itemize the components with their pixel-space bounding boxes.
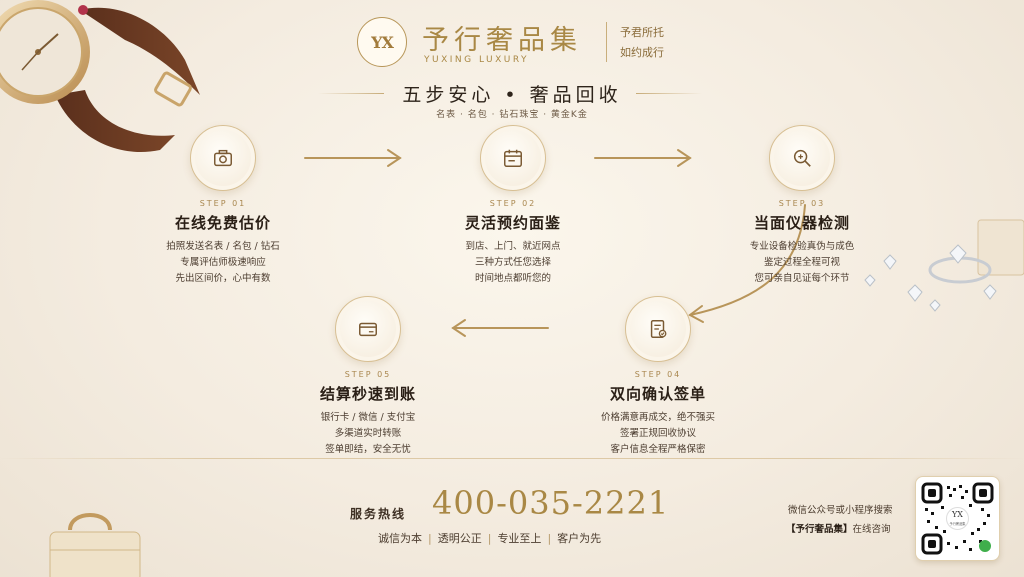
arrow-step4-to-step5 [451, 319, 549, 337]
slogan-item: 诚信为本 [378, 532, 422, 545]
step-4-desc-line: 签署正规回收协议 [619, 428, 696, 439]
qr-code-icon: YX 予行奢品集 [921, 482, 994, 555]
arrow-step3-to-step4 [688, 204, 806, 323]
step-1-desc: 拍照发送名表 / 名包 / 钻石 专属评估师极速响应 先出区间价，心中有数 [133, 239, 313, 287]
step-3-badge [769, 125, 835, 191]
step-2-title: 灵活预约面鉴 [464, 214, 561, 232]
hotline-number[interactable]: 400-035-2221 [432, 484, 670, 522]
qr-hint-action: 在线咨询 [852, 524, 891, 535]
step-2-desc-line: 时间地点都听您的 [474, 273, 551, 284]
step-2-desc-line: 到店、上门、就近网点 [465, 241, 561, 252]
slogan-item: 专业至上 [497, 532, 542, 545]
step-1-desc-line: 拍照发送名表 / 名包 / 钻石 [166, 241, 280, 252]
brand-divider [606, 22, 607, 62]
brand-logo: YX [357, 17, 407, 67]
step-5-desc: 银行卡 / 微信 / 支付宝 多渠道实时转账 签单即结，安全无忧 [278, 410, 458, 458]
footer-divider [0, 458, 1024, 459]
diamond-jewelry-image [864, 219, 1024, 312]
slogan-list: 诚信为本 | 透明公正 | 专业至上 | 客户为先 [378, 530, 601, 546]
calendar-icon [504, 149, 522, 167]
step-1-desc-line: 先出区间价，心中有数 [175, 273, 271, 284]
page-headline: 五步安心 • 奢品回收 [402, 84, 622, 106]
camera-icon [214, 149, 232, 167]
step-1-title: 在线免费估价 [174, 214, 271, 232]
brand-tagline-1: 予君所托 [620, 26, 664, 39]
brand-tagline-2: 如约成行 [620, 46, 664, 59]
step-3-desc: 专业设备检验真伪与成色 鉴定过程全程可视 您可亲自见证每个环节 [712, 239, 892, 287]
step-2-desc-line: 三种方式任您选择 [474, 257, 551, 268]
magnifier-icon [793, 149, 811, 167]
step-5-desc-line: 多渠道实时转账 [334, 428, 402, 439]
step-4-badge [625, 296, 691, 362]
svg-text:YX: YX [951, 510, 963, 519]
step-5: STEP 05 结算秒速到账 银行卡 / 微信 / 支付宝 多渠道实时转账 签单… [278, 296, 458, 458]
brand-name: 予行奢品集 [422, 25, 582, 56]
step-2-badge [480, 125, 546, 191]
step-3-desc-line: 您可亲自见证每个环节 [754, 273, 850, 284]
step-5-desc-line: 银行卡 / 微信 / 支付宝 [320, 412, 416, 423]
arrow-step2-to-step3 [594, 149, 692, 167]
step-5-title: 结算秒速到账 [319, 385, 416, 403]
step-5-badge [335, 296, 401, 362]
card-icon [359, 322, 377, 337]
step-2: STEP 02 灵活预约面鉴 到店、上门、就近网点 三种方式任您选择 时间地点都… [423, 125, 603, 287]
slogan-separator: | [547, 532, 552, 545]
step-4-desc: 价格满意再成交，绝不强买 签署正规回收协议 客户信息全程严格保密 [568, 410, 748, 458]
headline-rule-left [318, 93, 384, 94]
step-1-badge [190, 125, 256, 191]
category-list: 名表 · 名包 · 钻石珠宝 · 黄金K金 [436, 110, 588, 120]
step-5-desc-line: 签单即结，安全无忧 [325, 444, 411, 455]
step-4: STEP 04 双向确认签单 价格满意再成交，绝不强买 签署正规回收协议 客户信… [568, 296, 748, 458]
step-4-desc-line: 客户信息全程严格保密 [610, 444, 706, 455]
step-4-title: 双向确认签单 [609, 385, 706, 403]
slogan-item: 客户为先 [557, 532, 602, 545]
qr-center-text: 予行奢品集 [950, 521, 967, 526]
luxury-watch-image [0, 0, 200, 152]
step-4-label: STEP 04 [634, 370, 682, 379]
step-3-desc-line: 专业设备检验真伪与成色 [749, 241, 855, 252]
step-3-title: 当面仪器检测 [753, 214, 850, 232]
qr-hint-line-1: 微信公众号或小程序搜索 [788, 505, 893, 516]
contract-icon [650, 320, 667, 338]
luxury-bag-image [49, 513, 141, 577]
step-1: STEP 01 在线免费估价 拍照发送名表 / 名包 / 钻石 专属评估师极速响… [133, 125, 313, 287]
step-2-desc: 到店、上门、就近网点 三种方式任您选择 时间地点都听您的 [423, 239, 603, 287]
arrow-step1-to-step2 [304, 149, 402, 167]
slogan-item: 透明公正 [437, 532, 482, 545]
qr-hint-brand: 【予行奢品集】 [786, 524, 853, 535]
slogan-separator: | [487, 532, 492, 545]
step-3-desc-line: 鉴定过程全程可视 [763, 257, 840, 268]
step-2-label: STEP 02 [489, 199, 537, 208]
slogan-separator: | [428, 532, 432, 545]
step-1-label: STEP 01 [199, 199, 247, 208]
headline-rule-right [636, 93, 702, 94]
step-4-desc-line: 价格满意再成交，绝不强买 [600, 412, 715, 423]
step-3: STEP 03 当面仪器检测 专业设备检验真伪与成色 鉴定过程全程可视 您可亲自… [712, 125, 892, 287]
hotline-label: 服务热线 [350, 507, 407, 521]
step-1-desc-line: 专属评估师极速响应 [180, 257, 266, 268]
step-3-label: STEP 03 [778, 199, 826, 208]
step-5-label: STEP 05 [344, 370, 392, 379]
brand-name-en: YUXING LUXURY [424, 55, 530, 65]
wechat-qr-code[interactable]: YX 予行奢品集 [915, 476, 1000, 561]
qr-hint-line-2: 【予行奢品集】在线咨询 [786, 521, 891, 535]
